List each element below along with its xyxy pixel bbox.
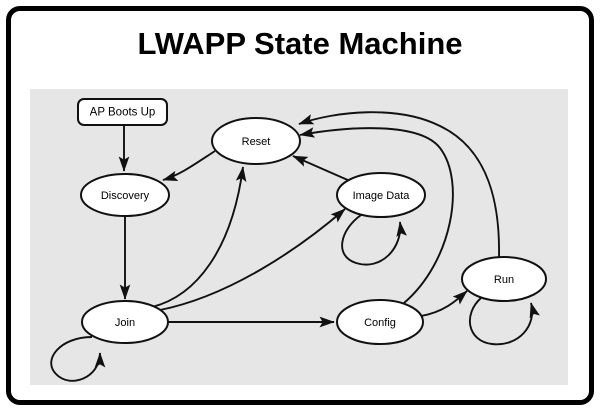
state-label-discovery: Discovery — [101, 190, 150, 202]
state-label-ap-boots-up: AP Boots Up — [90, 107, 156, 119]
edge-reset-to-discovery — [162, 150, 216, 182]
state-node-discovery[interactable] — [80, 173, 170, 217]
state-node-reset[interactable] — [211, 117, 301, 165]
edge-config-to-run — [420, 290, 468, 317]
state-node-ap-boots-up[interactable] — [77, 98, 168, 126]
state-label-join: Join — [115, 317, 135, 329]
edge-join-self-loop — [50, 336, 106, 382]
edge-run-self-loop — [469, 297, 540, 346]
state-label-run: Run — [494, 274, 514, 286]
state-node-run[interactable] — [461, 256, 547, 302]
edge-join-to-image-data — [159, 208, 346, 311]
edge-image-data-to-reset — [292, 155, 351, 182]
state-label-reset: Reset — [242, 136, 271, 148]
edge-image-data-self-loop — [341, 214, 407, 266]
edge-config-to-reset — [299, 127, 454, 304]
state-node-join[interactable] — [81, 300, 169, 344]
state-node-config[interactable] — [336, 299, 424, 345]
edge-run-to-reset — [298, 111, 500, 258]
state-label-image-data: Image Data — [353, 190, 411, 202]
state-node-image-data[interactable] — [336, 172, 426, 218]
edge-join-to-reset — [151, 166, 247, 308]
page-title: LWAPP State Machine — [137, 26, 463, 61]
state-label-config: Config — [364, 317, 396, 329]
